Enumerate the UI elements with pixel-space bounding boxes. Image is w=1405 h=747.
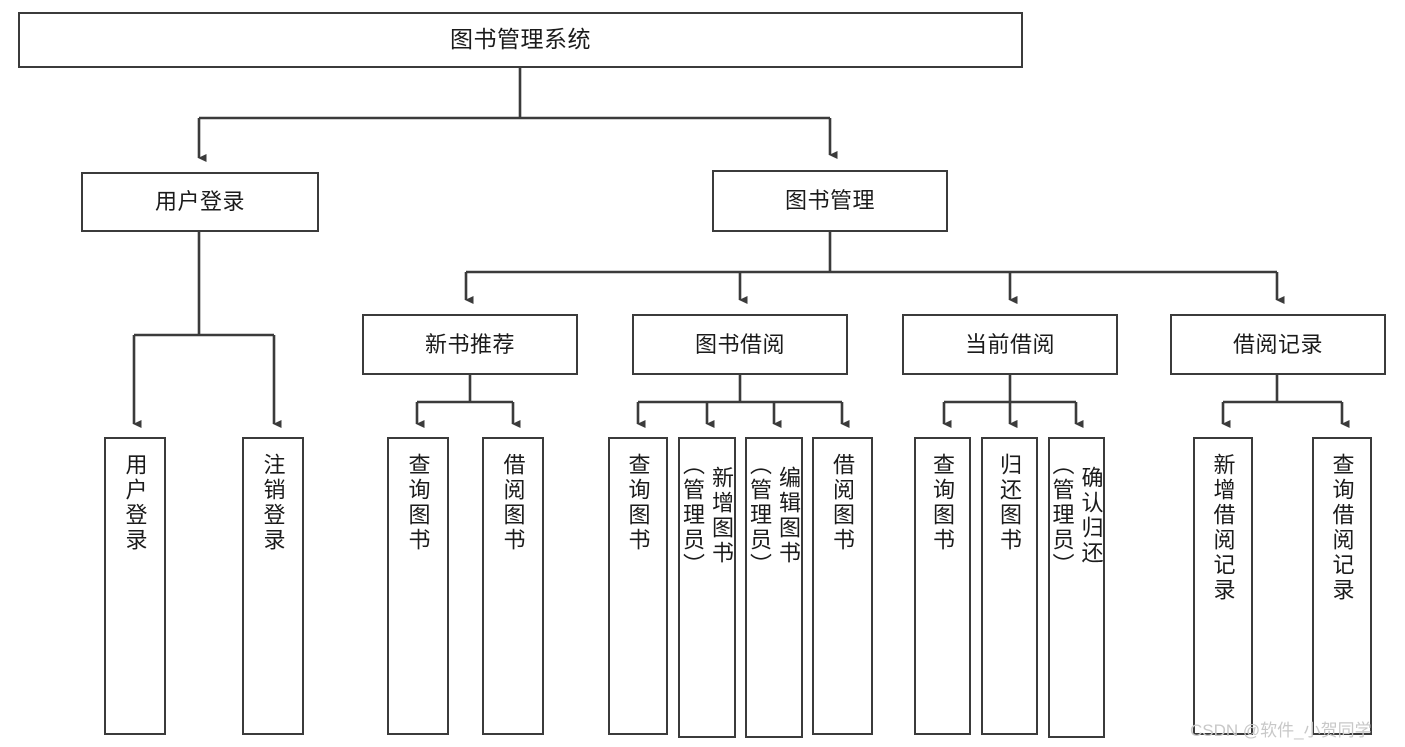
node-current-borrow[interactable]: 当前借阅 [902,314,1118,375]
node-label: 查询图书 [405,453,431,553]
node-root-book-management-system[interactable]: 图书管理系统 [18,12,1023,68]
watermark-text: CSDN @软件_小贺同学 [1190,721,1372,740]
node-book-management[interactable]: 图书管理 [712,170,948,232]
node-label: 新书推荐 [424,331,515,357]
node-label: 借阅图书 [500,453,526,553]
leaf-record-query-borrow-record[interactable]: 查询借阅记录 [1312,437,1372,735]
leaf-current-confirm-return-admin[interactable]: 确认归还 （管理员） [1048,437,1105,738]
leaf-borrow-query-book[interactable]: 查询图书 [608,437,668,735]
node-label: 用户登录 [122,453,148,553]
leaf-user-login-signin[interactable]: 用户登录 [104,437,166,735]
node-label: 编辑图书 （管理员） [747,453,802,578]
node-label: 查询图书 [625,453,651,553]
node-label: 图书管理 [784,188,875,214]
leaf-new-book-borrow[interactable]: 借阅图书 [482,437,544,735]
node-label: 查询图书 [930,453,956,553]
node-label: 新增图书 （管理员） [680,453,735,578]
node-label: 借阅记录 [1232,331,1323,357]
leaf-borrow-add-book-admin[interactable]: 新增图书 （管理员） [678,437,736,738]
leaf-current-query-book[interactable]: 查询图书 [914,437,971,735]
leaf-user-login-signout[interactable]: 注销登录 [242,437,304,735]
node-label: 借阅图书 [830,453,856,553]
node-label: 图书管理系统 [450,26,591,53]
node-label: 查询借阅记录 [1329,453,1355,603]
node-label: 当前借阅 [964,331,1055,357]
leaf-borrow-edit-book-admin[interactable]: 编辑图书 （管理员） [745,437,803,738]
node-borrow-record[interactable]: 借阅记录 [1170,314,1386,375]
csdn-watermark: CSDN @软件_小贺同学 [1190,716,1372,741]
node-label: 归还图书 [997,453,1023,553]
node-user-login[interactable]: 用户登录 [81,172,319,232]
node-label: 图书借阅 [694,331,785,357]
leaf-borrow-borrow-book[interactable]: 借阅图书 [812,437,873,735]
leaf-record-add-borrow-record[interactable]: 新增借阅记录 [1193,437,1253,735]
leaf-new-book-query[interactable]: 查询图书 [387,437,449,735]
node-label: 用户登录 [154,189,245,215]
leaf-current-return-book[interactable]: 归还图书 [981,437,1038,735]
node-label: 新增借阅记录 [1210,453,1236,603]
node-book-borrow[interactable]: 图书借阅 [632,314,848,375]
node-new-book-recommend[interactable]: 新书推荐 [362,314,578,375]
node-label: 确认归还 （管理员） [1049,453,1104,578]
node-label: 注销登录 [260,453,286,553]
